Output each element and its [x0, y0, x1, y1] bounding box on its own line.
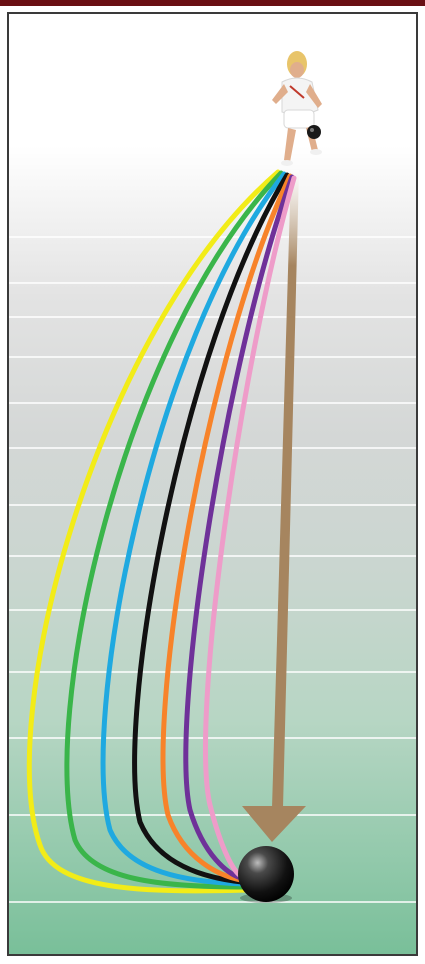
down-arrow: [242, 170, 306, 842]
path-pink: [202, 175, 297, 879]
path-purple: [183, 174, 295, 881]
bowling-green-diagram: [7, 12, 418, 956]
path-yellow: [26, 169, 281, 894]
top-accent-bar: [0, 0, 425, 6]
path-green: [64, 170, 284, 890]
path-black: [132, 172, 290, 885]
path-orange: [160, 173, 293, 883]
jack-ball: [238, 846, 294, 903]
path-blue: [100, 171, 287, 887]
bowler-figure: [272, 51, 322, 166]
